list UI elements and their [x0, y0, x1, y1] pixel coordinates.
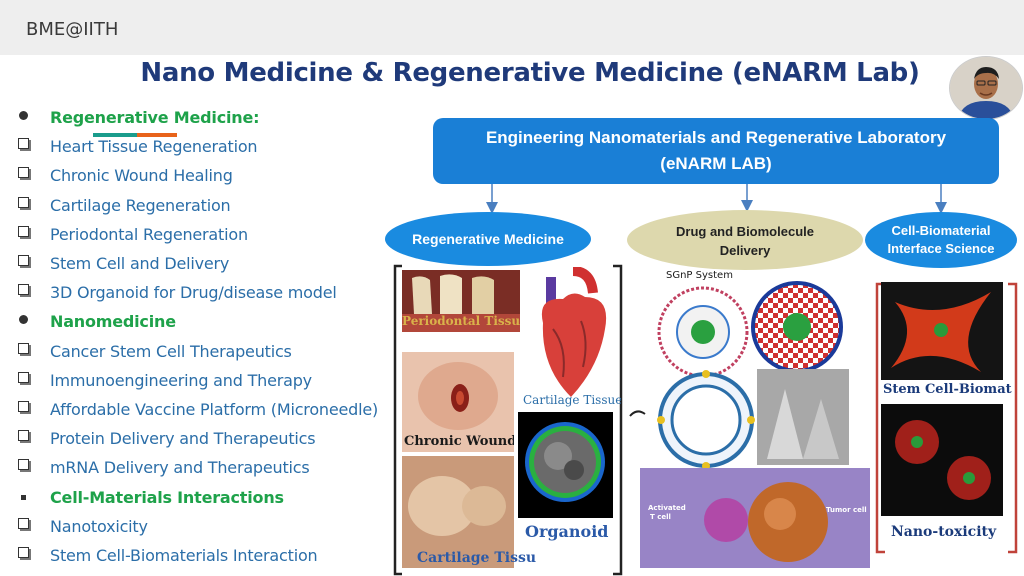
t-cell-label: T cell — [650, 513, 671, 521]
heart-image: Cartilage Tissue — [523, 267, 621, 412]
list-item: Affordable Vaccine Platform (Microneedle… — [0, 398, 400, 422]
sgnp-label: SGnP System — [666, 270, 733, 281]
cartilage-tissu-caption: Cartilage Tissu — [417, 550, 537, 566]
banner-line1: Engineering Nanomaterials and Regenerati… — [485, 128, 947, 147]
list-item: Nanotoxicity — [0, 515, 400, 539]
checkbox-bullet-icon — [16, 401, 30, 415]
list-item-label: Heart Tissue Regeneration — [50, 137, 258, 157]
section-heading: Nanomedicine — [0, 310, 400, 334]
chronic-wound-caption: Chronic Wound — [404, 434, 514, 449]
checkbox-bullet-icon — [16, 255, 30, 269]
cell-biomaterial-pill: Cell-Biomaterial Interface Science — [865, 212, 1017, 268]
regen-medicine-pill: Regenerative Medicine — [385, 212, 591, 266]
list-item-label: Nanotoxicity — [50, 516, 148, 536]
checkbox-bullet-icon — [16, 517, 30, 532]
list-item-label: Cancer Stem Cell Therapeutics — [50, 341, 292, 361]
stem-cell-image — [881, 282, 1003, 380]
lab-banner: Engineering Nanomaterials and Regenerati… — [433, 118, 999, 184]
list-item: Chronic Wound Healing — [0, 164, 400, 188]
nano-toxicity-image — [881, 404, 1003, 516]
activated-label: Activated — [648, 504, 686, 512]
periodontal-caption: Periodontal Tissue — [402, 314, 520, 328]
slide-title: Nano Medicine & Regenerative Medicine (e… — [140, 58, 920, 88]
list-item: Periodontal Regeneration — [0, 223, 400, 247]
list-item-label: Affordable Vaccine Platform (Microneedle… — [50, 400, 379, 419]
list-item-label: Regenerative Medicine: — [50, 108, 260, 127]
top-bar: BME@IITH — [0, 0, 1024, 55]
section-heading: Regenerative Medicine: — [0, 106, 400, 130]
list-item: mRNA Delivery and Therapeutics — [0, 456, 400, 480]
checkbox-bullet-icon — [16, 371, 30, 386]
list-item: Cartilage Regeneration — [0, 194, 400, 218]
checkbox-bullet-icon — [16, 167, 30, 181]
checkbox-bullet-icon — [16, 547, 30, 561]
list-item-label: Cell-Materials Interactions — [50, 487, 284, 507]
list-item-label: Protein Delivery and Therapeutics — [50, 429, 316, 449]
checkbox-bullet-icon — [16, 225, 30, 240]
organoid-image — [518, 412, 613, 518]
heading-underline — [93, 133, 177, 137]
periodontal-image: Periodontal Tissue — [402, 270, 520, 332]
brand-label: BME@IITH — [26, 19, 119, 40]
list-item-label: Stem Cell-Biomaterials Interaction — [50, 546, 318, 565]
list-item-label: 3D Organoid for Drug/disease model — [50, 283, 337, 303]
nanoparticle-image — [655, 284, 751, 380]
banner-line2: (eNARM LAB) — [660, 154, 772, 173]
presenter-photo — [949, 56, 1023, 120]
cell-pill-line2: Interface Science — [887, 241, 995, 256]
dot-bullet-icon — [16, 109, 30, 123]
list-item-label: Cartilage Regeneration — [50, 195, 231, 215]
dot-bullet-icon — [16, 313, 30, 327]
drug-delivery-pill: Drug and Biomolecule Delivery — [627, 210, 863, 270]
drug-pill-line1: Drug and Biomolecule — [676, 224, 814, 239]
list-item: Immunoengineering and Therapy — [0, 369, 400, 393]
regen-pill-label: Regenerative Medicine — [412, 231, 564, 247]
list-item-label: Immunoengineering and Therapy — [50, 370, 312, 390]
list-item: Stem Cell-Biomaterials Interaction — [0, 544, 400, 568]
immunotherapy-image: Activated T cell Tumor cell — [640, 468, 870, 568]
section-heading: Cell-Materials Interactions — [0, 486, 400, 510]
checkbox-bullet-icon — [16, 342, 30, 357]
drug-pill-line2: Delivery — [719, 243, 771, 258]
chronic-wound-image: Chronic Wound — [402, 352, 514, 452]
microneedle-image — [757, 369, 849, 465]
list-item: Cancer Stem Cell Therapeutics — [0, 340, 400, 364]
checkbox-bullet-icon — [16, 459, 30, 473]
cartilage-tissue-caption: Cartilage Tissue — [523, 393, 621, 407]
cell-pill-line1: Cell-Biomaterial — [891, 223, 991, 238]
checkbox-bullet-icon — [16, 138, 30, 152]
checker-particle-image — [748, 278, 846, 376]
list-item: Heart Tissue Regeneration — [0, 135, 400, 159]
nano-toxicity-caption: Nano-toxicity — [891, 524, 997, 540]
organoid-caption: Organoid — [525, 522, 609, 541]
checkbox-bullet-icon — [16, 284, 30, 298]
checkbox-bullet-icon — [16, 196, 30, 211]
list-item: Stem Cell and Delivery — [0, 252, 400, 276]
list-item-label: Nanomedicine — [50, 312, 176, 332]
checkbox-bullet-icon — [16, 430, 30, 444]
list-item-label: Chronic Wound Healing — [50, 166, 233, 186]
cartilage-image — [402, 456, 514, 568]
list-item: 3D Organoid for Drug/disease model — [0, 281, 400, 305]
list-item-label: Periodontal Regeneration — [50, 224, 248, 244]
lab-diagram: Engineering Nanomaterials and Regenerati… — [385, 112, 1024, 576]
square-bullet-icon — [16, 489, 30, 503]
liposome-image — [653, 368, 759, 472]
tumor-cell-label: Tumor cell — [826, 506, 867, 514]
list-item-label: mRNA Delivery and Therapeutics — [50, 458, 310, 478]
list-item-label: Stem Cell and Delivery — [50, 254, 230, 273]
list-item: Protein Delivery and Therapeutics — [0, 427, 400, 451]
stem-cell-caption: Stem Cell-Biomat — [883, 382, 1012, 397]
